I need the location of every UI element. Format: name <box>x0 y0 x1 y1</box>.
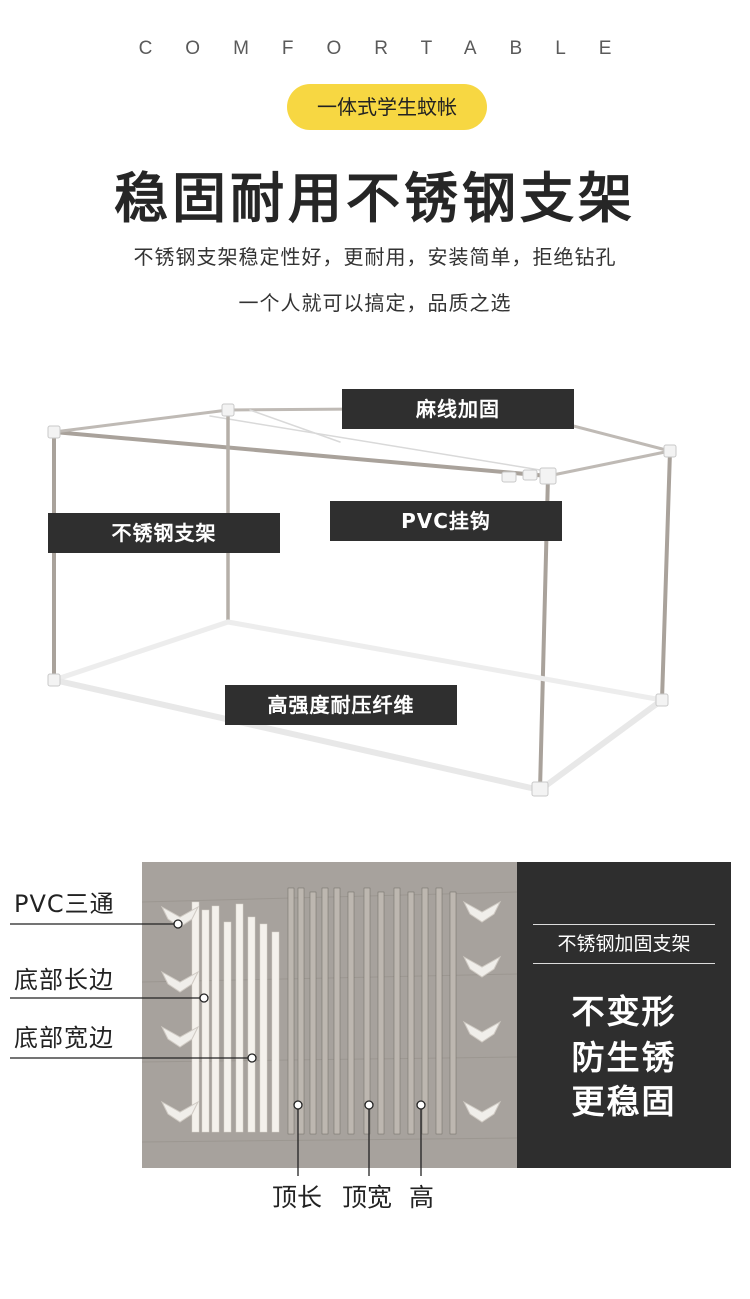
connector <box>221 403 235 417</box>
steel-pole <box>363 887 371 1135</box>
label-top-wide: 顶宽 <box>342 1183 393 1212</box>
white-pole <box>235 903 244 1133</box>
product-pill-badge: 一体式学生蚊帐 <box>287 84 487 130</box>
pvc-tee <box>160 1100 200 1123</box>
callout-fiber: 高强度耐压纤维 <box>225 685 457 725</box>
callout-pvc-hook: PVC挂钩 <box>330 501 562 541</box>
steel-pole <box>347 891 355 1135</box>
frame-rail <box>52 430 550 478</box>
white-pole <box>191 901 200 1133</box>
steel-pole <box>449 891 457 1135</box>
connector <box>663 444 677 458</box>
white-pole <box>271 931 280 1133</box>
callout-hemp-rope: 麻线加固 <box>342 389 574 429</box>
description-line-2: 一个人就可以搞定，品质之选 <box>238 291 512 315</box>
fiber-rail <box>51 619 231 683</box>
pvc-tee <box>160 905 200 928</box>
pvc-tee <box>160 970 200 993</box>
connector <box>539 467 557 485</box>
frame-rail <box>546 449 672 478</box>
pvc-tee <box>462 900 502 923</box>
white-pole <box>201 909 210 1133</box>
steel-pole <box>309 891 317 1135</box>
feature-panel <box>517 862 731 1168</box>
description-line-1: 不锈钢支架稳定性好，更耐用，安装简单，拒绝钻孔 <box>133 245 617 269</box>
page-headline: 稳固耐用不锈钢支架 <box>114 167 636 230</box>
label-height: 高 <box>409 1183 435 1212</box>
frame-illustration <box>47 403 677 797</box>
steel-pole <box>321 887 329 1135</box>
steel-pole <box>333 887 341 1135</box>
pvc-hook <box>522 469 538 481</box>
connector <box>47 425 61 439</box>
frame-post <box>660 449 672 702</box>
pvc-tee <box>160 1025 200 1048</box>
white-pole <box>211 905 220 1133</box>
label-pvc-tee: PVC三通 <box>14 890 115 918</box>
parts-photo <box>142 862 517 1168</box>
frame-rail <box>52 408 230 434</box>
callout-steel-frame: 不锈钢支架 <box>48 513 280 553</box>
steel-pole <box>287 887 295 1135</box>
parts-drawing <box>142 887 517 1143</box>
pvc-tee <box>462 955 502 978</box>
fiber-rail <box>225 619 665 703</box>
feature-line-1: 不变形 <box>571 992 677 1031</box>
connector <box>531 781 549 797</box>
steel-pole <box>393 887 401 1135</box>
connector <box>47 673 61 687</box>
pvc-tee <box>462 1100 502 1123</box>
fiber-rail <box>51 677 543 793</box>
fiber-rail <box>537 697 665 793</box>
white-pole <box>259 923 268 1133</box>
brand-word: COMFORTABLE <box>138 38 645 59</box>
steel-pole <box>377 891 385 1135</box>
white-pole <box>247 916 256 1133</box>
connector <box>655 693 669 707</box>
label-top-long: 顶长 <box>272 1183 323 1212</box>
feature-panel-title: 不锈钢加固支架 <box>533 924 715 964</box>
steel-pole <box>297 887 305 1135</box>
steel-pole <box>421 887 429 1135</box>
feature-line-2: 防生锈 <box>571 1038 677 1077</box>
white-pole <box>223 921 232 1133</box>
label-bottom-long: 底部长边 <box>14 966 114 994</box>
steel-pole <box>435 887 443 1135</box>
label-bottom-wide: 底部宽边 <box>14 1024 114 1052</box>
pvc-tee <box>462 1020 502 1043</box>
pvc-hook <box>501 471 517 483</box>
rope <box>249 409 341 443</box>
feature-line-3: 更稳固 <box>571 1082 677 1121</box>
steel-pole <box>407 891 415 1135</box>
rope <box>209 415 541 471</box>
